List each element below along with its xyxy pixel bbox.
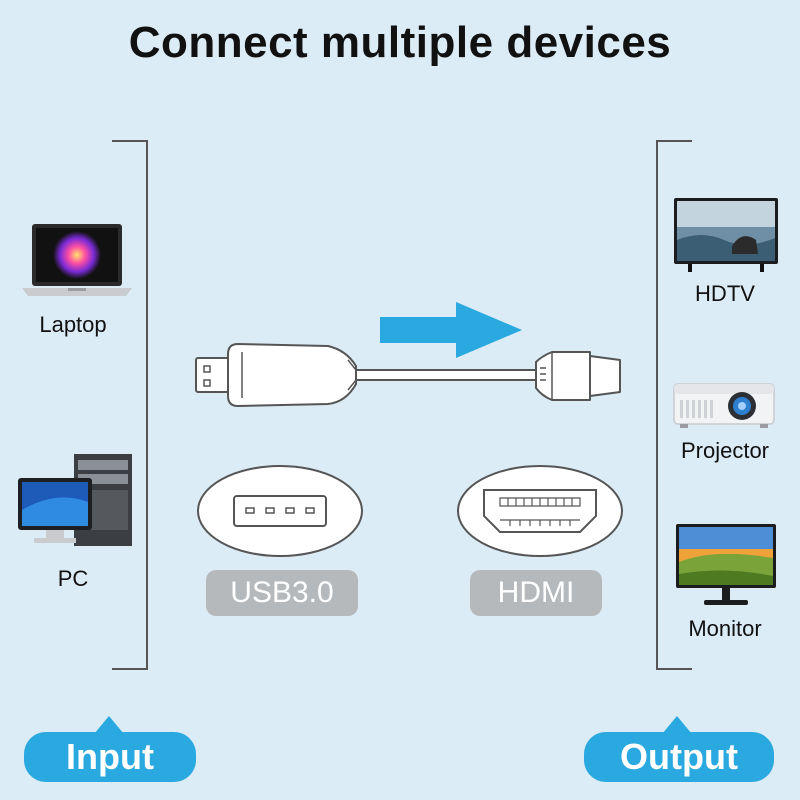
- input-bracket: [112, 140, 148, 670]
- hdtv-icon: [674, 198, 778, 272]
- hdmi-port-icon: [457, 465, 623, 557]
- output-bracket: [656, 140, 692, 670]
- direction-arrow-icon: [380, 302, 522, 358]
- monitor-icon: [676, 524, 776, 605]
- output-badge-pointer-icon: [662, 716, 692, 734]
- usb-label: USB3.0: [206, 570, 358, 616]
- laptop-icon: [22, 224, 132, 296]
- laptop-label: Laptop: [39, 312, 107, 337]
- page-title: Connect multiple devices: [128, 18, 672, 67]
- projector-icon: [673, 383, 775, 428]
- output-badge: Output: [584, 732, 774, 782]
- hdmi-label: HDMI: [470, 570, 602, 616]
- monitor-label: Monitor: [688, 616, 762, 641]
- pc-label: PC: [57, 566, 89, 591]
- input-badge: Input: [24, 732, 196, 782]
- input-badge-pointer-icon: [94, 716, 124, 734]
- projector-label: Projector: [680, 438, 770, 463]
- hdtv-label: HDTV: [695, 281, 755, 306]
- pc-icon: [18, 454, 132, 546]
- cable-illustration: [195, 343, 621, 407]
- usb-port-icon: [197, 465, 363, 557]
